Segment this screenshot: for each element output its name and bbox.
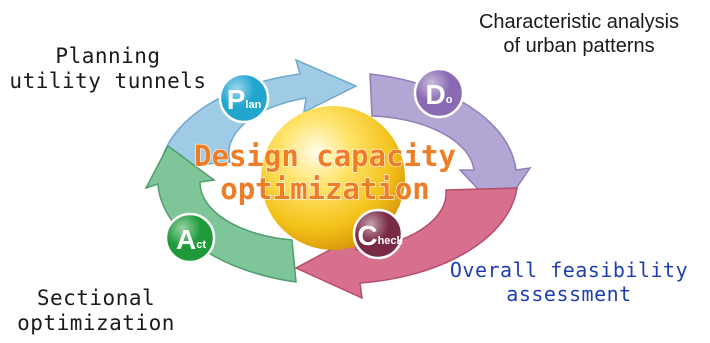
check-phase-label: Overall feasibility assessment xyxy=(434,258,704,306)
check-label-line2: assessment xyxy=(506,282,632,306)
do-phase-label: Characteristic analysis of urban pattern… xyxy=(448,10,710,58)
svg-text:Check: Check xyxy=(357,220,403,251)
act-badge-cap: A xyxy=(176,224,196,255)
check-badge-rest: heck xyxy=(378,235,404,247)
do-label-line1: Characteristic analysis xyxy=(478,11,680,33)
act-label-line2: optimization xyxy=(17,311,175,336)
check-arrow xyxy=(294,187,518,300)
check-badge: Check xyxy=(352,208,404,260)
plan-badge-rest: lan xyxy=(245,99,261,111)
plan-arrow xyxy=(159,58,358,169)
act-label-line1: Sectional xyxy=(36,286,156,310)
check-badge-cap: C xyxy=(357,220,377,251)
act-badge: Act xyxy=(164,212,216,264)
do-badge-rest: o xyxy=(446,94,453,106)
act-phase-label: Sectional optimization xyxy=(6,286,186,336)
do-badge: Do xyxy=(413,67,465,119)
check-label-line1: Overall feasibility xyxy=(449,258,689,282)
center-title-line2: optimization xyxy=(220,172,430,206)
plan-label-line2: utility tunnels xyxy=(9,69,207,94)
cycle-ring xyxy=(144,58,532,300)
center-title-line1: Design capacity xyxy=(194,139,456,173)
svg-text:Plan: Plan xyxy=(227,84,262,115)
svg-text:Act: Act xyxy=(176,224,206,255)
plan-badge-cap: P xyxy=(227,84,246,115)
act-arrow xyxy=(144,144,297,283)
act-badge-rest: ct xyxy=(196,239,206,251)
do-label-line2: of urban patterns xyxy=(503,35,655,57)
plan-label-line1: Planning xyxy=(55,44,161,68)
do-badge-cap: D xyxy=(426,79,446,110)
plan-phase-label: Planning utility tunnels xyxy=(8,44,208,94)
plan-badge: Plan xyxy=(218,72,270,124)
svg-text:Do: Do xyxy=(426,79,453,110)
